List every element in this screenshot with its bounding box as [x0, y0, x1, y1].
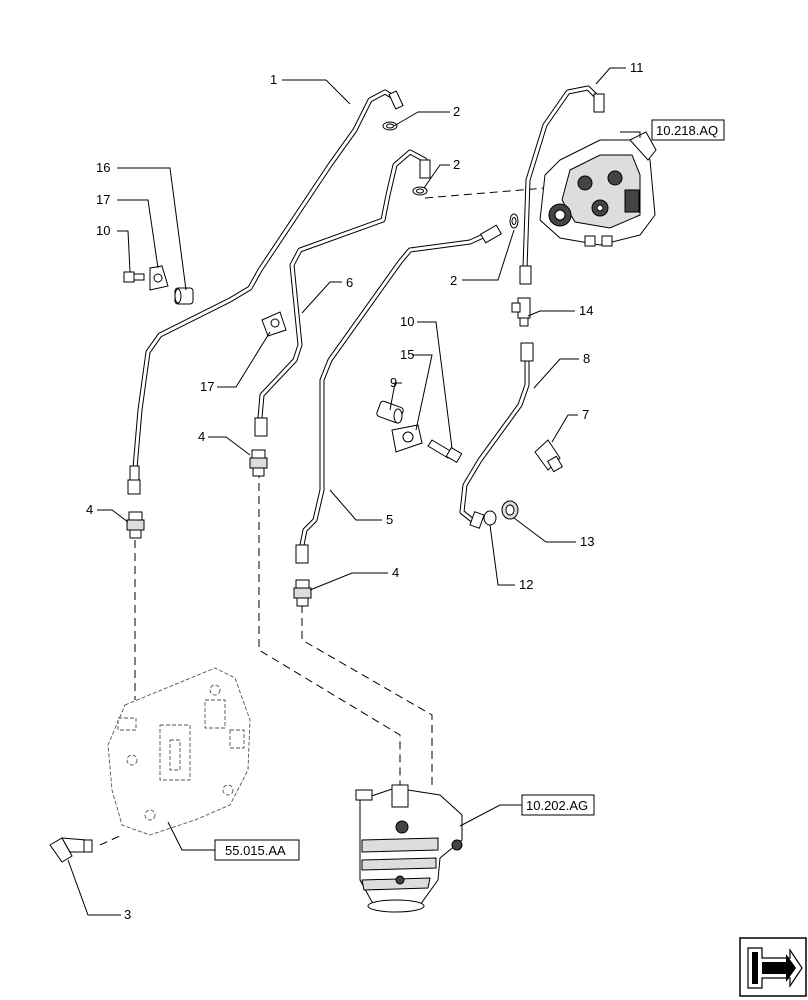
callout-4-right: 4 [392, 565, 399, 580]
callout-10-top: 10 [96, 223, 110, 238]
spacer-9 [376, 400, 404, 424]
callout-numbers: 1 2 2 2 11 16 17 10 6 17 14 10 15 8 9 7 … [86, 60, 644, 922]
callout-5: 5 [386, 512, 393, 527]
adapter-4-right [293, 579, 312, 607]
clamp-17-middle [261, 311, 287, 337]
callout-15: 15 [400, 347, 414, 362]
reference-ecu-label: 55.015.AA [225, 843, 286, 858]
clamp-17-top [149, 265, 169, 291]
adapter-4-middle [249, 449, 268, 477]
pipe-1 [127, 89, 404, 495]
o-ring-2-top [382, 121, 398, 131]
pipe-11 [519, 85, 605, 285]
bolt-10-center [427, 439, 463, 464]
elbow-fitting-3 [49, 837, 93, 863]
callout-3: 3 [124, 907, 131, 922]
adapter-4-left [126, 511, 145, 539]
reference-filter-label: 10.202.AG [526, 798, 588, 813]
callout-13: 13 [580, 534, 594, 549]
callout-6: 6 [346, 275, 353, 290]
nut-12 [469, 510, 497, 529]
reference-box-ecu[interactable]: 55.015.AA [214, 839, 300, 861]
callout-2-mid: 2 [453, 157, 460, 172]
reference-box-filter[interactable]: 10.202.AG [521, 794, 595, 816]
callout-9: 9 [390, 375, 397, 390]
callout-17-middle: 17 [200, 379, 214, 394]
bolt-10-top [123, 271, 145, 283]
callout-2-top: 2 [453, 104, 460, 119]
leader-lines [67, 67, 641, 916]
o-ring-2-right [509, 213, 519, 229]
spacer-16 [174, 287, 194, 305]
callout-16: 16 [96, 160, 110, 175]
plug-13 [501, 500, 519, 520]
callout-7: 7 [582, 407, 589, 422]
callout-17-top: 17 [96, 192, 110, 207]
callout-10-center: 10 [400, 314, 414, 329]
callout-11: 11 [630, 60, 644, 75]
clamp-15 [391, 424, 423, 453]
reference-box-pump[interactable]: 10.218.AQ [651, 119, 725, 141]
tee-fitting-14 [511, 297, 531, 327]
callout-14: 14 [579, 303, 593, 318]
callout-12: 12 [519, 577, 533, 592]
callout-4-left: 4 [86, 502, 93, 517]
high-pressure-pump-assembly [539, 131, 657, 247]
fuel-filter-assembly [355, 784, 463, 913]
pipe-8 [459, 342, 534, 523]
ecu-module-ghost [107, 667, 251, 836]
callout-1: 1 [270, 72, 277, 87]
next-page-arrow-icon[interactable] [739, 937, 807, 997]
callout-2-right: 2 [450, 273, 457, 288]
pipe-5 [295, 224, 502, 564]
callout-4-middle: 4 [198, 429, 205, 444]
pipe-6 [254, 149, 431, 437]
dashed-connection-lines [99, 187, 546, 846]
callout-8: 8 [583, 351, 590, 366]
fitting-7 [534, 439, 564, 473]
reference-pump-label: 10.218.AQ [656, 123, 718, 138]
o-ring-2-mid [412, 186, 428, 196]
